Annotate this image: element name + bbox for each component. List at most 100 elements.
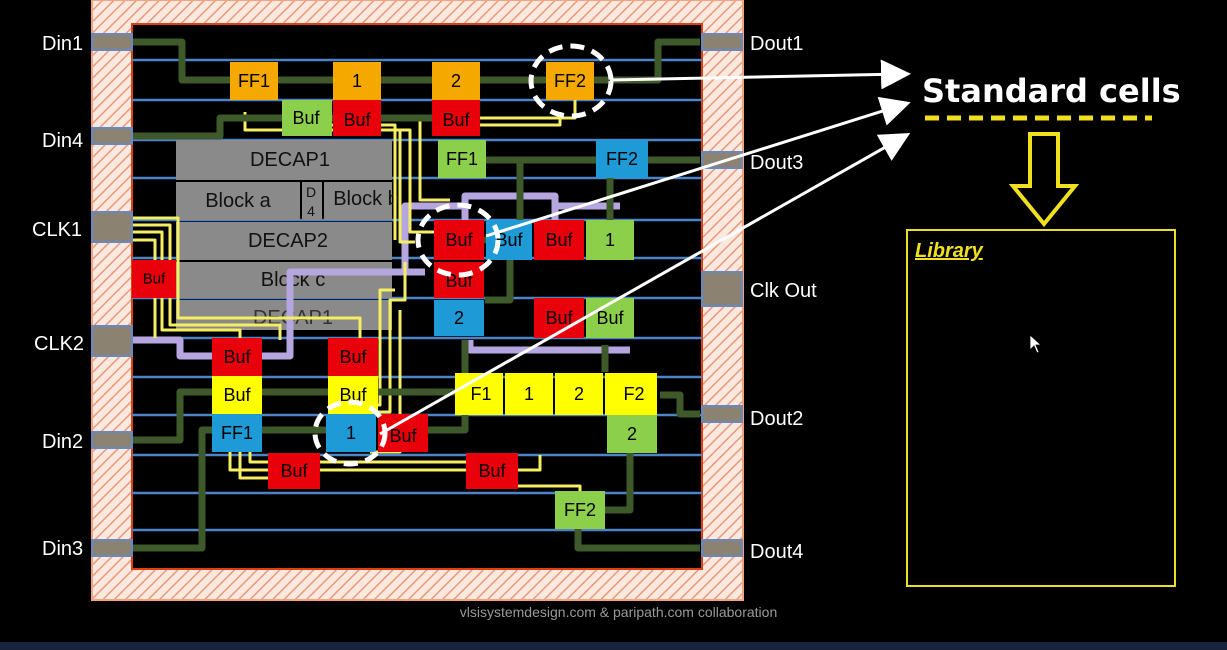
cell-2-green [607, 415, 657, 453]
pin-clk1-label: CLK1 [32, 219, 82, 241]
pin-dout3-label: Dout3 [750, 152, 803, 174]
cell-buf-a [282, 100, 332, 136]
cell-buf-under [434, 262, 484, 298]
block-a-label: Block a [205, 190, 271, 212]
cell-1-blue-label: 1 [346, 423, 356, 443]
decap1-block [176, 140, 392, 180]
cell-buf-b1 [268, 453, 320, 489]
pad-clk1 [91, 211, 133, 243]
pad-dout4 [701, 539, 743, 557]
bottom-bar [0, 642, 1227, 650]
cell-ff1-blue-label: FF1 [221, 423, 253, 443]
cell-2-yellow [555, 373, 603, 415]
cell-buf-l1-label: Buf [223, 347, 251, 367]
decap2-label: DECAP2 [248, 230, 328, 252]
library-label: Library [915, 240, 983, 262]
mouse-cursor-icon [1029, 334, 1043, 354]
pad-dout2 [701, 405, 743, 423]
cell-ff2-mid [596, 140, 648, 178]
cell-1-top [333, 62, 381, 100]
decap1-label: DECAP1 [250, 149, 330, 171]
cell-ff1-blue [212, 414, 262, 452]
cell-buf-red2 [534, 220, 584, 260]
decap2-block [176, 222, 392, 260]
cell-f1-yellow [455, 373, 503, 415]
block-c [176, 262, 392, 298]
io-pads [91, 33, 743, 557]
cell-2-yellow-label: 2 [574, 384, 584, 404]
pin-din4-label: Din4 [42, 130, 83, 152]
cell-ff2-bottom [555, 491, 605, 529]
cell-buf-b-label: Buf [343, 110, 371, 130]
cell-2-top [432, 62, 480, 100]
cell-f1-yellow-label: F1 [470, 384, 491, 404]
cell-buf-l2-label: Buf [339, 347, 367, 367]
pad-clkout [701, 271, 743, 307]
cell-2-green-label: 2 [627, 424, 637, 444]
d4-label-bottom: 4 [307, 203, 315, 219]
cell-ff1-mid [438, 140, 486, 178]
cell-2-blue-label: 2 [454, 308, 464, 328]
cell-buf-b [333, 100, 381, 136]
cell-buf-y2-label: Buf [339, 385, 367, 405]
d4-label-top: D [306, 184, 316, 200]
highlight-one [312, 399, 388, 467]
cell-1-yellow [505, 373, 553, 415]
pad-din4 [91, 127, 133, 145]
arrow-one [379, 133, 911, 436]
pin-dout2-label: Dout2 [750, 408, 803, 430]
footer-credit: vlsisystemdesign.com & paripath.com coll… [459, 604, 778, 620]
pad-din1 [91, 33, 133, 51]
library-box [906, 229, 1176, 587]
cell-buf-circled [434, 220, 484, 260]
cell-f2-yellow-label: F2 [623, 384, 644, 404]
pin-dout4-label: Dout4 [750, 541, 803, 563]
block-b-label: Block b [333, 188, 399, 210]
cell-buf-b1-label: Buf [280, 461, 308, 481]
cell-ff2-top-label: FF2 [554, 71, 586, 91]
block-b [324, 182, 392, 220]
cell-ff1-top [230, 62, 278, 100]
cell-1-blue [326, 414, 376, 452]
highlight-buf [415, 202, 501, 278]
cell-buf-blue-label: Buf [495, 230, 523, 250]
pad-dout1 [701, 33, 743, 51]
cell-ff1-mid-label: FF1 [446, 149, 478, 169]
cell-buf-c-label: Buf [442, 110, 470, 130]
cell-ff2-top [546, 62, 594, 100]
pad-din2 [91, 431, 133, 449]
pad-clk2 [91, 325, 133, 357]
cell-buf-partial-label: Buf [389, 426, 417, 446]
cell-buf-y1 [212, 376, 262, 414]
standard-cells-title: Standard cells [922, 72, 1181, 110]
cell-1-yellow-label: 1 [524, 384, 534, 404]
pin-din1-label: Din1 [42, 33, 83, 55]
pin-din2-label: Din2 [42, 431, 83, 453]
cell-buf-y1-label: Buf [223, 385, 251, 405]
pin-dout1-label: Dout1 [750, 33, 803, 55]
pad-din3 [91, 539, 133, 557]
pin-din3-label: Din3 [42, 538, 83, 560]
cell-buf-c [432, 100, 480, 136]
cell-ff2-mid-label: FF2 [606, 149, 638, 169]
pin-clkout-label: Clk Out [750, 280, 817, 302]
cell-buf-b2 [466, 453, 518, 489]
cell-ff1-top-label: FF1 [238, 71, 270, 91]
annotation-arrows [379, 59, 911, 436]
cell-ff2-bottom-label: FF2 [564, 500, 596, 520]
cell-buf-circled-label: Buf [445, 230, 473, 250]
block-a [176, 182, 300, 220]
cell-buf-left-label: Buf [143, 271, 166, 288]
cell-1-mid [586, 220, 634, 260]
cell-buf-b2-label: Buf [478, 461, 506, 481]
cell-1-mid-label: 1 [605, 230, 615, 250]
cell-buf-a-label: Buf [292, 108, 320, 128]
cell-buf-l1 [212, 338, 262, 376]
standard-cells: FF1 1 2 FF2 Buf Buf Buf FF1 FF2 Buf Buf … [132, 62, 657, 529]
pin-labels: Din1 Din4 CLK1 CLK2 Din2 Din3 Dout1 Dout… [32, 33, 817, 563]
cell-1-top-label: 1 [352, 71, 362, 91]
down-arrow-icon [1008, 132, 1080, 228]
cell-2-blue [434, 300, 484, 336]
cell-buf-l2 [328, 338, 378, 376]
